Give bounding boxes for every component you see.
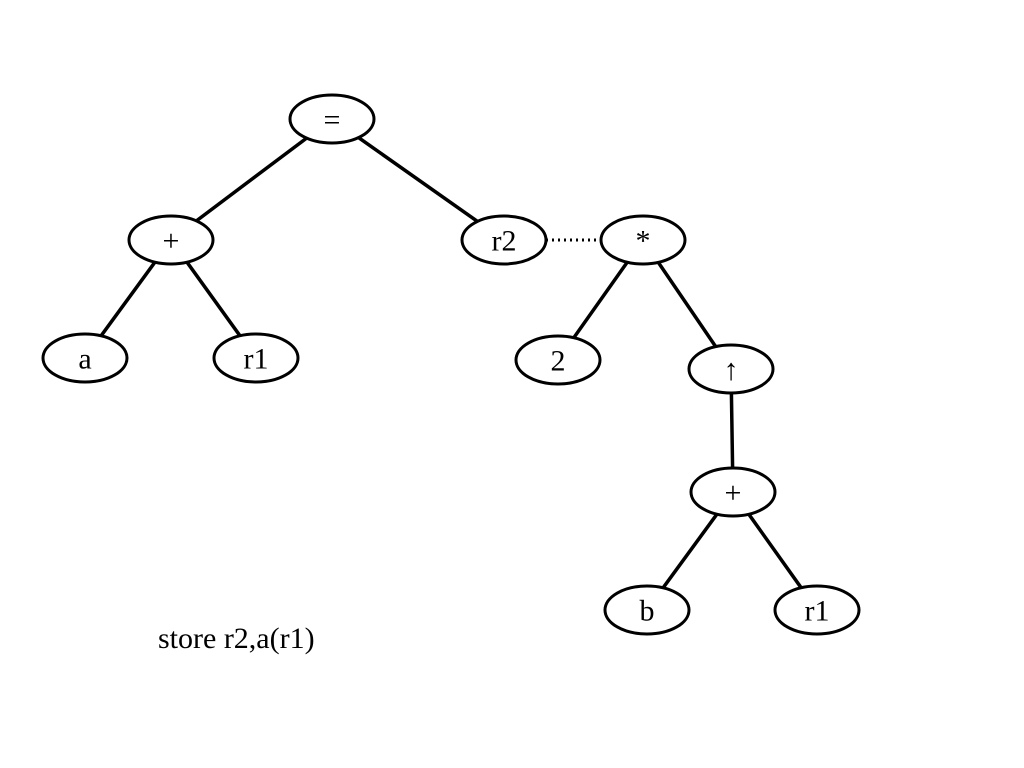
node-label: b	[640, 595, 655, 628]
edge-plus2-b	[661, 513, 719, 589]
edge-eq-r2	[357, 136, 479, 223]
node-ellipse	[288, 93, 376, 145]
node-b: b	[603, 584, 691, 636]
node-ellipse	[599, 214, 687, 266]
caption-text: store r2,a(r1)	[158, 622, 315, 655]
node-label: 2	[551, 345, 566, 378]
edge-plus1-r1a	[185, 261, 242, 337]
node-mul: *	[599, 214, 687, 266]
node-plus2: +	[689, 466, 777, 518]
node-ellipse	[689, 466, 777, 518]
edge-mul-up	[656, 261, 718, 348]
node-ellipse	[460, 214, 548, 266]
node-up: ↑	[687, 343, 775, 395]
edge-eq-plus1	[195, 136, 308, 223]
node-label: a	[78, 343, 91, 376]
node-ellipse	[773, 584, 861, 636]
node-eq: =	[288, 93, 376, 145]
node-ellipse	[514, 334, 602, 386]
node-label: ↑	[724, 354, 739, 387]
node-label: r1	[244, 343, 269, 376]
edge-mul-two	[572, 261, 629, 339]
node-label: =	[324, 104, 341, 137]
node-r1a: r1	[212, 332, 300, 384]
tree-edges	[99, 136, 803, 589]
node-r2: r2	[460, 214, 548, 266]
edge-up-plus2	[729, 392, 735, 469]
node-ellipse	[687, 343, 775, 395]
node-label: r1	[805, 595, 830, 628]
node-ellipse	[127, 214, 215, 266]
node-a: a	[41, 332, 129, 384]
node-plus1: +	[127, 214, 215, 266]
node-ellipse	[41, 332, 129, 384]
node-label: +	[163, 225, 180, 258]
edge-plus2-r1b	[747, 513, 803, 589]
node-r1b: r1	[773, 584, 861, 636]
tree-nodes: = + r2 a r1 * 2 ↑ + b r1	[41, 93, 861, 636]
node-label: *	[636, 225, 651, 258]
node-ellipse	[603, 584, 691, 636]
node-two: 2	[514, 334, 602, 386]
node-label: r2	[492, 225, 517, 258]
node-ellipse	[212, 332, 300, 384]
node-label: +	[725, 477, 742, 510]
edge-plus1-a	[99, 261, 157, 337]
